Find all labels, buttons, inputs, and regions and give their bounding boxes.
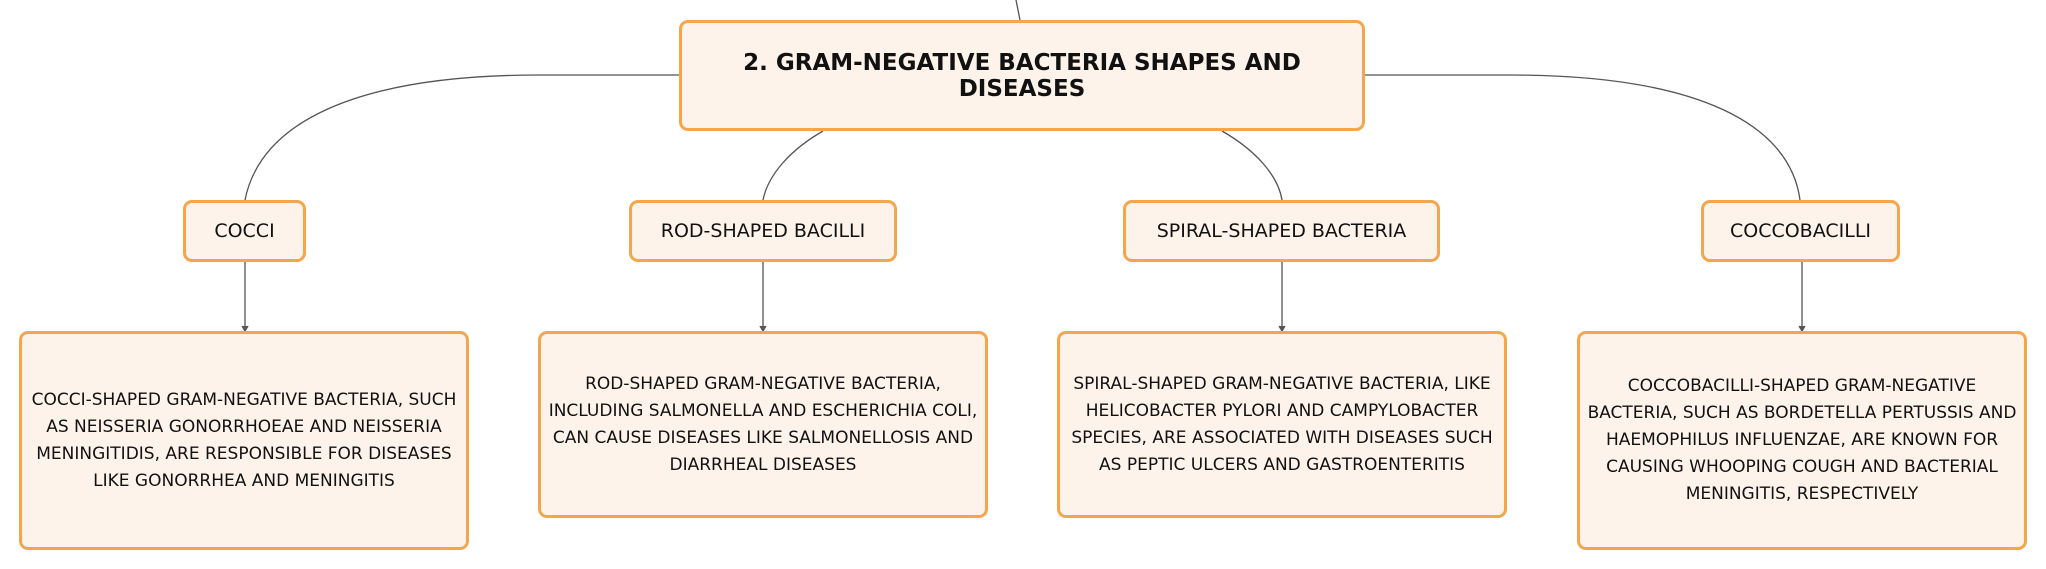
description-text: ROD-SHAPED GRAM-NEGATIVE BACTERIA, INCLU… <box>548 373 978 475</box>
description-text: COCCOBACILLI-SHAPED GRAM-NEGATIVE BACTER… <box>1587 376 2017 504</box>
description-node-cocci[interactable]: COCCI-SHAPED GRAM-NEGATIVE BACTERIA, SUC… <box>19 331 469 550</box>
description-node-coccobacilli[interactable]: COCCOBACILLI-SHAPED GRAM-NEGATIVE BACTER… <box>1577 331 2027 550</box>
parent-connector <box>1015 0 1021 21</box>
category-label: COCCOBACILLI <box>1729 220 1872 242</box>
description-node-rod-shaped-bacilli[interactable]: ROD-SHAPED GRAM-NEGATIVE BACTERIA, INCLU… <box>538 331 988 518</box>
root-title: 2. GRAM-NEGATIVE BACTERIA SHAPES AND DIS… <box>743 49 1301 102</box>
root-node[interactable]: 2. GRAM-NEGATIVE BACTERIA SHAPES AND DIS… <box>679 20 1365 131</box>
connector-root-to-rod <box>762 130 824 201</box>
category-label: COCCI <box>214 220 275 242</box>
category-node-spiral-shaped-bacteria[interactable]: SPIRAL-SHAPED BACTERIA <box>1123 200 1440 262</box>
description-node-spiral-shaped-bacteria[interactable]: SPIRAL-SHAPED GRAM-NEGATIVE BACTERIA, LI… <box>1057 331 1507 518</box>
description-text: COCCI-SHAPED GRAM-NEGATIVE BACTERIA, SUC… <box>31 389 457 491</box>
category-node-rod-shaped-bacilli[interactable]: ROD-SHAPED BACILLI <box>629 200 897 262</box>
description-text: SPIRAL-SHAPED GRAM-NEGATIVE BACTERIA, LI… <box>1071 373 1493 475</box>
category-node-coccobacilli[interactable]: COCCOBACILLI <box>1701 200 1900 262</box>
connector-root-to-cocci <box>244 74 679 201</box>
category-node-cocci[interactable]: COCCI <box>183 200 306 262</box>
connector-root-to-coccobacilli <box>1365 74 1801 201</box>
connector-root-to-spiral <box>1221 130 1283 201</box>
category-label: SPIRAL-SHAPED BACTERIA <box>1156 220 1407 242</box>
category-label: ROD-SHAPED BACILLI <box>660 220 866 242</box>
